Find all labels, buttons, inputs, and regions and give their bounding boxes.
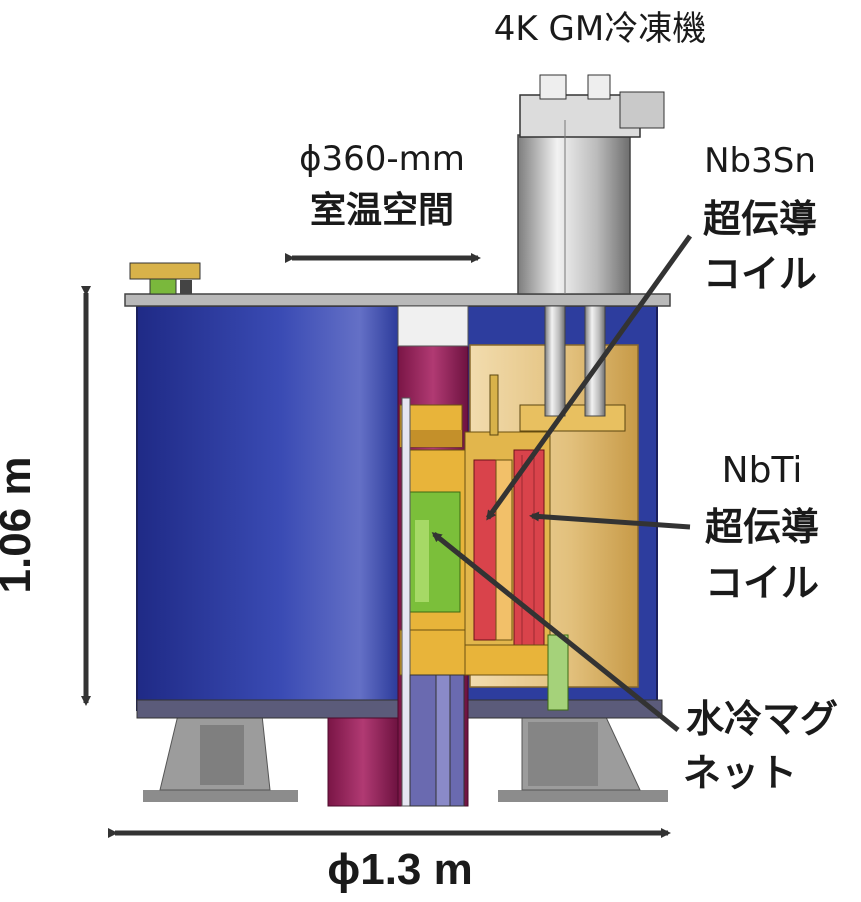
water-magnet-label-2: ネット: [683, 751, 797, 795]
nbti-leader-arrow: [529, 511, 691, 530]
water-magnet-label: 水冷マグ: [686, 697, 838, 741]
top-flange: [124, 293, 671, 307]
nb3sn-leader-arrow: [485, 234, 693, 521]
gm-cryocooler: [517, 74, 665, 417]
water-cooled-magnet: [399, 404, 469, 676]
nbti-label: NbTi: [722, 450, 803, 491]
top-fitting: [129, 262, 201, 295]
nb3sn-label-3: コイル: [703, 252, 817, 296]
outer-vessel: [136, 305, 400, 711]
cryocooler-label: 4K GM冷凍機: [494, 9, 706, 49]
nbti-label-2: 超伝導: [705, 505, 819, 549]
superconducting-coils: [464, 431, 551, 676]
bore-diameter-label: ϕ360-mm: [299, 139, 465, 179]
current-leads: [489, 374, 626, 711]
water-magnet-leader-arrow: [431, 532, 680, 732]
nbti-label-3: コイル: [705, 561, 819, 605]
base-supports: [143, 714, 668, 802]
nbti-coil: [513, 449, 545, 651]
nb3sn-label: Nb3Sn: [704, 141, 816, 181]
bore-space-label: 室温空間: [310, 190, 454, 231]
diameter-label: ϕ1.3 m: [327, 845, 473, 894]
nb3sn-coil: [473, 459, 497, 641]
nb3sn-label-2: 超伝導: [703, 197, 817, 241]
height-label: 1.06 m: [0, 457, 40, 594]
bore-inner-tubes: [401, 397, 465, 807]
